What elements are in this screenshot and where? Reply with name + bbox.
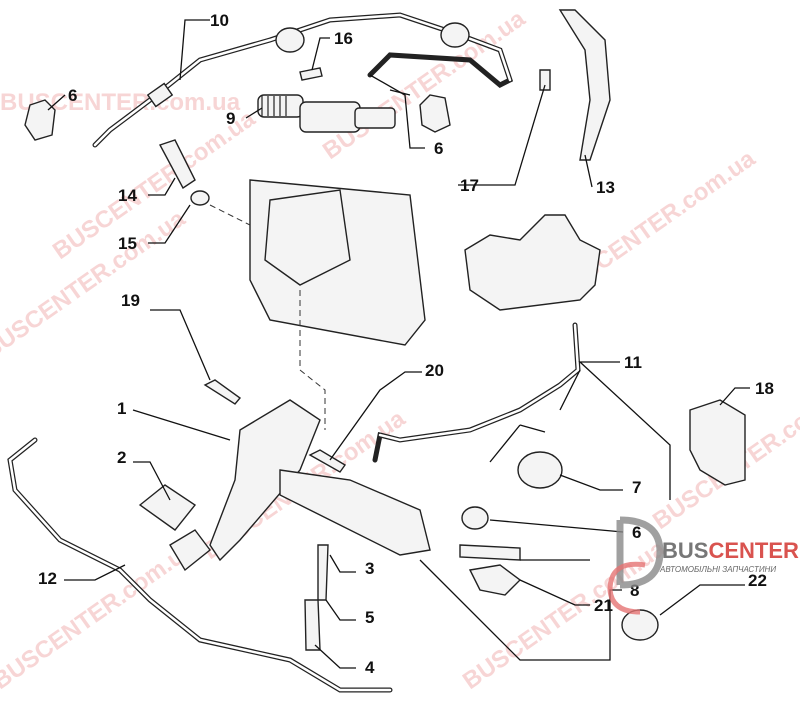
callout-21: 21 (594, 596, 613, 615)
callout-3: 3 (365, 559, 374, 578)
sensor (158, 139, 196, 190)
valve (468, 564, 522, 596)
callout-6: 6 (68, 86, 77, 105)
grommet (419, 94, 451, 133)
buscenter-logo: BUSCENTER АВТОМОБІЛЬНІ ЗАПЧАСТИНИ (607, 516, 799, 615)
leader-lines (47, 19, 750, 669)
callout-13: 13 (596, 178, 615, 197)
slave-cylinder (257, 94, 396, 133)
hose-clip (689, 399, 746, 486)
callout-10: 10 (210, 11, 229, 30)
clutch-hose-upper (92, 12, 514, 148)
pedal-pad (169, 529, 211, 572)
hose-fitting (459, 544, 521, 561)
callout-6: 6 (632, 523, 641, 542)
fluid-reservoir (464, 214, 601, 311)
callout-19: 19 (121, 291, 140, 310)
callout-18: 18 (755, 379, 774, 398)
grommet (24, 99, 56, 141)
callout-4: 4 (365, 658, 375, 677)
callout-1: 1 (117, 399, 126, 418)
bolt (539, 69, 551, 91)
callout-14: 14 (118, 186, 137, 205)
spring (317, 544, 329, 601)
callout-7: 7 (632, 478, 641, 497)
pedal-bracket (558, 9, 611, 161)
grommet (461, 506, 489, 530)
pedal-box-detail (264, 189, 351, 286)
callout-6: 6 (434, 139, 443, 158)
callout-2: 2 (117, 448, 126, 467)
callout-11: 11 (624, 353, 642, 372)
callout-22: 22 (748, 571, 767, 590)
callout-12: 12 (38, 569, 57, 588)
clutch-pedal (209, 399, 321, 562)
pushrod (304, 599, 321, 651)
callout-16: 16 (334, 29, 353, 48)
callout-15: 15 (118, 234, 137, 253)
grommet (517, 451, 563, 489)
callout-20: 20 (425, 361, 444, 380)
bolt (299, 67, 323, 81)
master-cylinder (279, 469, 431, 556)
callouts: 10 16 6 9 6 14 17 13 15 19 20 11 18 1 2 … (38, 11, 774, 677)
pedal-pad (138, 484, 197, 531)
seal-ring (190, 190, 210, 206)
watermarks: BUSCENTER.com.ua BUSCENTER.com.ua BUSCEN… (0, 5, 800, 695)
logo-tagline: АВТОМОБІЛЬНІ ЗАПЧАСТИНИ (659, 565, 776, 574)
callout-8: 8 (630, 581, 639, 600)
logo-text: BUSCENTER (662, 538, 799, 563)
bolt (308, 449, 347, 473)
callout-9: 9 (226, 109, 235, 128)
callout-5: 5 (365, 608, 374, 627)
callout-17: 17 (460, 176, 479, 195)
bolt (203, 379, 242, 405)
